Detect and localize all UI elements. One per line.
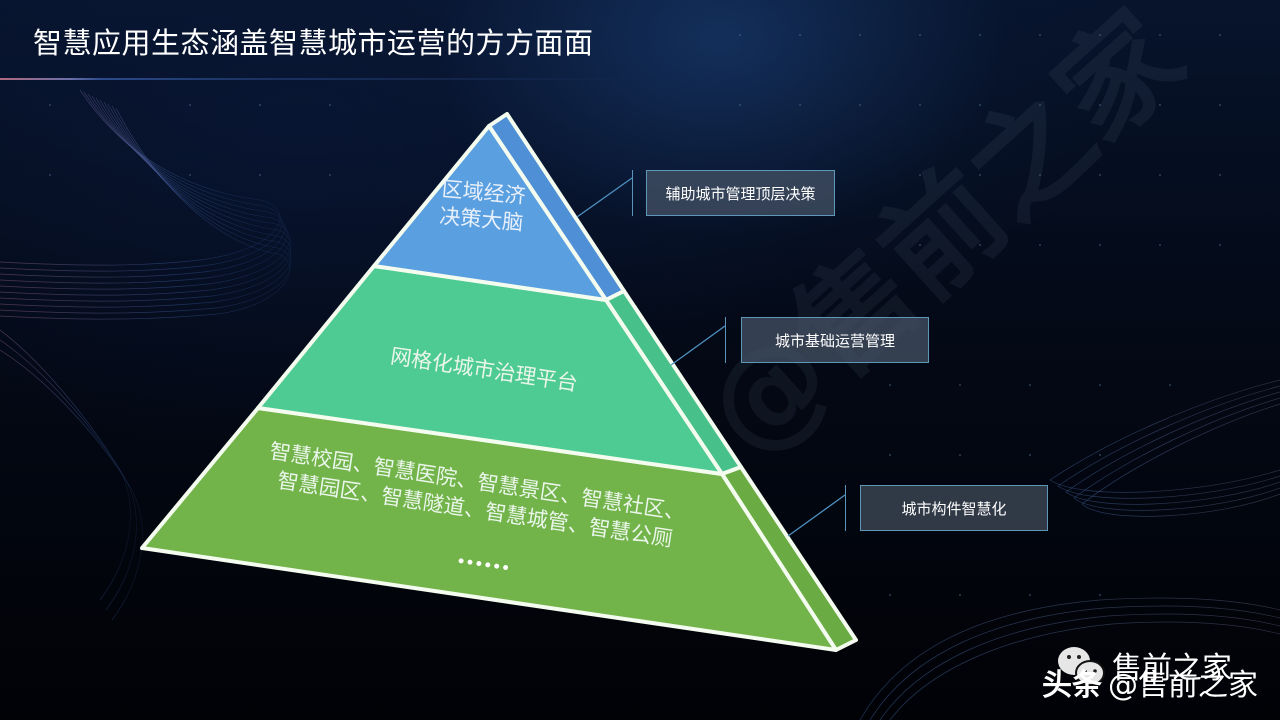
- author-handle: @售前之家: [1108, 668, 1258, 703]
- connector-middle: [670, 325, 726, 366]
- platform-name: 头条: [1042, 668, 1102, 703]
- callout-top: 辅助城市管理顶层决策: [646, 170, 835, 216]
- callout-middle-bar: [725, 317, 726, 363]
- pyramid-tier-bottom: [140, 406, 838, 652]
- slide-title: 智慧应用生态涵盖智慧城市运营的方方面面: [33, 26, 594, 60]
- title-underline: [0, 78, 640, 80]
- connector-bottom: [787, 494, 846, 537]
- connector-top: [576, 177, 633, 218]
- wechat-account-name: 售前之家: [1112, 651, 1232, 686]
- pyramid-tier-top: [372, 124, 608, 302]
- tier-top-label: 区域经济 决策大脑: [438, 176, 526, 237]
- callout-bottom: 城市构件智慧化: [860, 485, 1048, 531]
- callout-middle: 城市基础运营管理: [741, 317, 929, 363]
- wechat-icon: [1058, 647, 1105, 686]
- callout-bottom-bar: [845, 485, 846, 531]
- footer-watermark: 头条 @售前之家: [1042, 660, 1258, 704]
- callout-top-bar: [632, 170, 633, 216]
